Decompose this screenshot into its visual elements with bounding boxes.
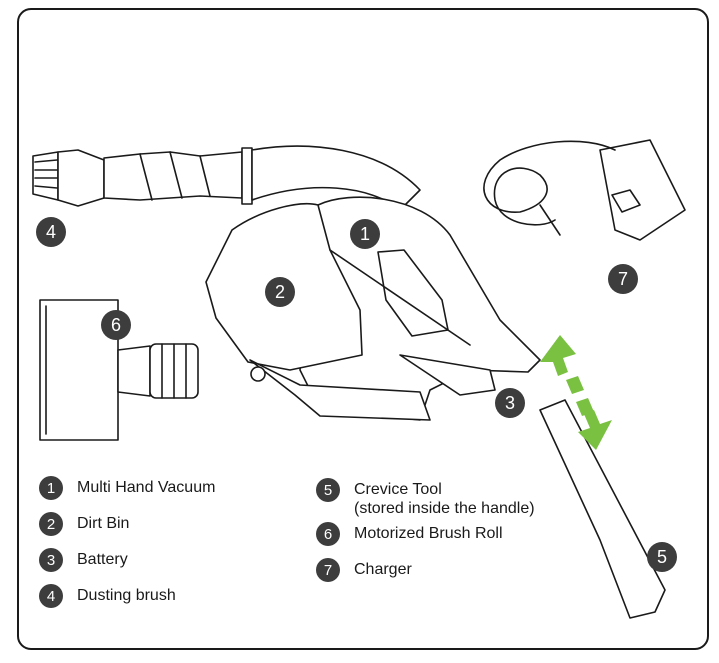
legend-label: Dirt Bin bbox=[77, 515, 130, 532]
callout-3: 3 bbox=[495, 388, 525, 418]
legend-item: 3 Battery bbox=[39, 548, 128, 572]
legend-label: Crevice Tool (stored inside the handle) bbox=[354, 478, 535, 518]
legend-label: Battery bbox=[77, 551, 128, 568]
callout-1: 1 bbox=[350, 219, 380, 249]
legend-number: 1 bbox=[39, 476, 63, 500]
insert-arrow-icon bbox=[540, 335, 612, 450]
legend-number: 3 bbox=[39, 548, 63, 572]
legend-item: 2 Dirt Bin bbox=[39, 512, 129, 536]
callout-7: 7 bbox=[608, 264, 638, 294]
legend-item: 6 Motorized Brush Roll bbox=[316, 522, 503, 546]
charger-illustration bbox=[483, 139, 686, 241]
callout-5: 5 bbox=[647, 542, 677, 572]
legend-item: 4 Dusting brush bbox=[39, 584, 176, 608]
legend-label: Charger bbox=[354, 561, 412, 578]
legend-label: Dusting brush bbox=[77, 587, 176, 604]
dusting-brush-illustration bbox=[32, 147, 253, 207]
callout-2: 2 bbox=[265, 277, 295, 307]
legend-number: 5 bbox=[316, 478, 340, 502]
legend-number: 4 bbox=[39, 584, 63, 608]
legend-item: 5 Crevice Tool (stored inside the handle… bbox=[316, 478, 535, 518]
legend-number: 2 bbox=[39, 512, 63, 536]
legend-item: 1 Multi Hand Vacuum bbox=[39, 476, 215, 500]
crevice-tool-illustration bbox=[539, 399, 666, 619]
legend-label: Multi Hand Vacuum bbox=[77, 479, 216, 496]
callout-4: 4 bbox=[36, 217, 66, 247]
callout-6: 6 bbox=[101, 310, 131, 340]
diagram-frame bbox=[17, 8, 709, 650]
legend-number: 7 bbox=[316, 558, 340, 582]
legend-number: 6 bbox=[316, 522, 340, 546]
legend-label-line1: Crevice Tool bbox=[354, 481, 442, 498]
legend-item: 7 Charger bbox=[316, 558, 412, 582]
legend-label-line2: (stored inside the handle) bbox=[354, 500, 535, 517]
legend-label: Motorized Brush Roll bbox=[354, 525, 503, 542]
